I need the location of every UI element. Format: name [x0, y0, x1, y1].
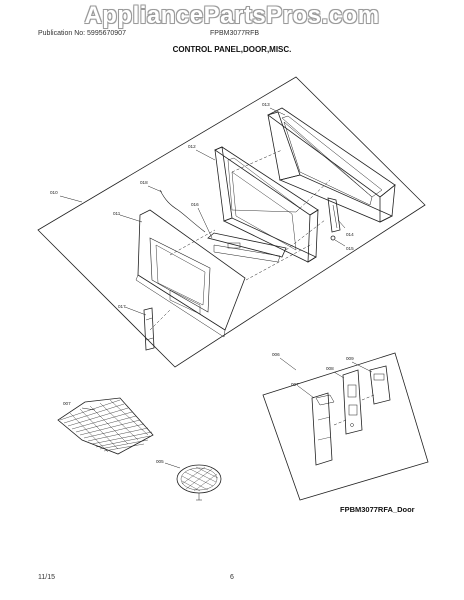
label-016: 016	[191, 202, 199, 207]
diagram-caption: FPBM3077RFA_Door	[340, 505, 415, 514]
footer-date: 11/15	[38, 574, 55, 581]
label-010: 010	[50, 190, 58, 195]
page-title: CONTROL PANEL,DOOR,MISC.	[172, 45, 292, 54]
door-frame-013	[267, 107, 396, 223]
inner-frame-012	[214, 146, 319, 263]
latch-014	[327, 197, 341, 233]
label-018: 018	[140, 180, 148, 185]
control-panel-assembly-outline	[262, 352, 429, 501]
label-017: 017	[118, 304, 126, 309]
publication-number: Publication No: 5995670907	[38, 30, 126, 37]
door-handle-017	[143, 307, 155, 351]
label-009: 009	[346, 356, 354, 361]
wire-018	[159, 189, 206, 233]
bracket-009	[369, 365, 391, 405]
control-strip-016	[207, 232, 287, 258]
label-008: 008	[326, 366, 334, 371]
watermark-logo: AppliancePartsPros.com	[84, 2, 380, 29]
label-013: 013	[262, 102, 270, 107]
model-number: FPBM3077RFB	[210, 30, 260, 37]
label-015: 015	[346, 246, 354, 251]
label-005: 005	[156, 459, 164, 464]
door-front-011	[135, 209, 246, 338]
label-014: 014	[346, 232, 354, 237]
turntable-005	[176, 464, 222, 501]
label-012: 012	[188, 144, 196, 149]
page-number: 6	[230, 574, 234, 581]
label-007-panel: 007	[291, 382, 299, 387]
label-011: 011	[113, 211, 121, 216]
control-panel-007	[311, 392, 335, 466]
control-board-008	[342, 369, 363, 435]
label-007-rack: 007	[63, 401, 71, 406]
oven-rack-007	[57, 397, 154, 455]
door-assembly-outline	[37, 76, 426, 368]
label-006: 006	[272, 352, 280, 357]
